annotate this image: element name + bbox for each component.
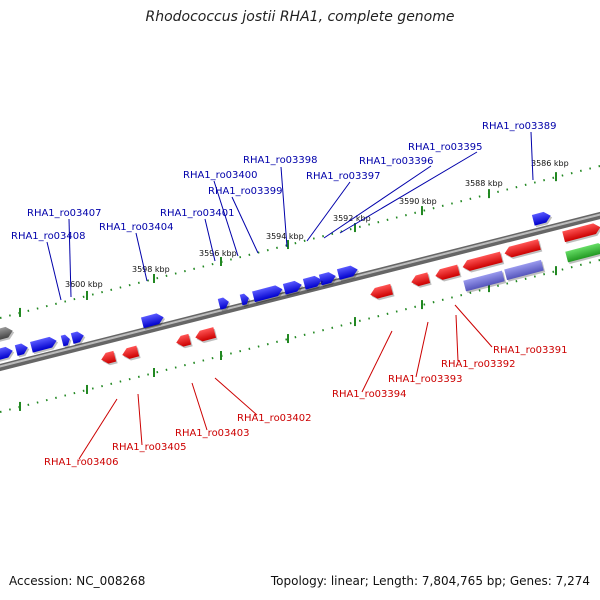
gene-label-ro03395[interactable]: RHA1_ro03395 bbox=[408, 142, 483, 153]
kbp-label-3596: 3596 kbp bbox=[199, 249, 237, 258]
kbp-label-3588: 3588 kbp bbox=[465, 179, 503, 188]
bottom-leader-line bbox=[191, 382, 208, 431]
gene-ro03400[interactable] bbox=[239, 293, 251, 306]
accession-text: Accession: NC_008268 bbox=[9, 574, 146, 588]
gene-ro03389[interactable] bbox=[531, 210, 552, 226]
top-leader-line bbox=[135, 232, 148, 282]
kbp-label-3594: 3594 kbp bbox=[266, 232, 304, 241]
gene-ro03403[interactable] bbox=[175, 333, 192, 348]
gene-label-ro03399[interactable]: RHA1_ro03399 bbox=[208, 186, 283, 197]
top-leader-line bbox=[339, 151, 478, 234]
gene-ro03391[interactable] bbox=[503, 239, 541, 259]
gene-ro03392[interactable] bbox=[461, 251, 503, 273]
top-leader-line bbox=[204, 218, 216, 262]
bottom-leader-line bbox=[214, 377, 258, 416]
genome-title: Rhodococcus jostii RHA1, complete genome bbox=[145, 9, 455, 25]
gene-label-ro03394[interactable]: RHA1_ro03394 bbox=[332, 389, 407, 400]
ruler-ticks bbox=[19, 172, 557, 411]
label-leaders bbox=[46, 131, 534, 460]
gene-label-ro03393[interactable]: RHA1_ro03393 bbox=[388, 374, 463, 385]
top-leader-line bbox=[280, 166, 288, 248]
kbp-label-3586: 3586 kbp bbox=[531, 159, 569, 168]
genome-summary-text: Topology: linear; Length: 7,804,765 bp; … bbox=[270, 574, 590, 588]
gene-gray[interactable] bbox=[0, 325, 14, 341]
top-leader-line bbox=[323, 165, 432, 239]
gene-green[interactable] bbox=[565, 242, 600, 263]
gene-ro03399[interactable] bbox=[252, 284, 284, 303]
gene-ro03393[interactable] bbox=[434, 264, 461, 282]
gene-label-ro03402[interactable]: RHA1_ro03402 bbox=[237, 413, 312, 424]
gene-ro03407[interactable] bbox=[70, 330, 85, 344]
top-leader-line bbox=[530, 131, 534, 181]
gene-ro03411[interactable] bbox=[0, 345, 14, 361]
kbp-label-3600: 3600 kbp bbox=[65, 280, 103, 289]
gene-ro03405[interactable] bbox=[121, 345, 140, 361]
kbp-labels: 3586 kbp 3588 kbp 3590 kbp 3592 kbp 3594… bbox=[65, 159, 569, 289]
gene-label-ro03401[interactable]: RHA1_ro03401 bbox=[160, 208, 235, 219]
gene-ro03410[interactable] bbox=[14, 342, 29, 356]
top-leader-line bbox=[213, 180, 239, 257]
gene-label-ro03403[interactable]: RHA1_ro03403 bbox=[175, 428, 250, 439]
gene-ro03408[interactable] bbox=[60, 334, 72, 347]
gene-features bbox=[0, 210, 600, 366]
gene-label-ro03405[interactable]: RHA1_ro03405 bbox=[112, 442, 187, 453]
gene-label-ro03397[interactable]: RHA1_ro03397 bbox=[306, 171, 381, 182]
kbp-label-3592: 3592 kbp bbox=[333, 214, 371, 223]
gene-label-ro03408[interactable]: RHA1_ro03408 bbox=[11, 231, 86, 242]
gene-ro03394[interactable] bbox=[369, 283, 394, 300]
gene-ro03401[interactable] bbox=[217, 296, 230, 310]
gene-ro03394b[interactable] bbox=[410, 272, 431, 287]
rna-feature-1[interactable] bbox=[504, 259, 544, 281]
bottom-gene-labels: RHA1_ro03391 RHA1_ro03392 RHA1_ro03393 R… bbox=[44, 345, 568, 468]
gene-label-ro03404[interactable]: RHA1_ro03404 bbox=[99, 222, 174, 233]
top-leader-line bbox=[306, 181, 351, 242]
genome-backbone-highlight bbox=[0, 213, 600, 368]
gene-label-ro03396[interactable]: RHA1_ro03396 bbox=[359, 156, 434, 167]
kbp-label-3598: 3598 kbp bbox=[132, 265, 170, 274]
gene-label-ro03398[interactable]: RHA1_ro03398 bbox=[243, 155, 318, 166]
gene-ro03390[interactable] bbox=[562, 222, 600, 243]
gene-label-ro03389[interactable]: RHA1_ro03389 bbox=[482, 121, 557, 132]
bottom-leader-line bbox=[455, 314, 459, 362]
gene-label-ro03406[interactable]: RHA1_ro03406 bbox=[44, 457, 119, 468]
kbp-label-3590: 3590 kbp bbox=[399, 197, 437, 206]
gene-ro03397[interactable] bbox=[302, 274, 323, 290]
gene-ro03406[interactable] bbox=[100, 350, 117, 365]
top-ruler bbox=[0, 165, 600, 319]
gene-label-ro03400[interactable]: RHA1_ro03400 bbox=[183, 170, 258, 181]
gene-ro03404[interactable] bbox=[140, 312, 165, 329]
bottom-leader-line bbox=[415, 321, 429, 378]
gene-ro03402[interactable] bbox=[194, 327, 217, 343]
gene-label-ro03407[interactable]: RHA1_ro03407 bbox=[27, 208, 102, 219]
bottom-leader-line bbox=[454, 304, 493, 348]
gene-label-ro03392[interactable]: RHA1_ro03392 bbox=[441, 359, 516, 370]
rna-feature-2[interactable] bbox=[463, 270, 505, 292]
gene-ro03409[interactable] bbox=[30, 335, 58, 353]
bottom-leader-line bbox=[137, 393, 143, 446]
bottom-leader-line bbox=[361, 330, 393, 393]
top-leader-line bbox=[231, 196, 259, 254]
gene-ro03398[interactable] bbox=[282, 279, 303, 295]
gene-ro03395[interactable] bbox=[336, 264, 359, 280]
gene-ro03396[interactable] bbox=[318, 271, 337, 286]
top-leader-line bbox=[46, 241, 62, 301]
top-gene-labels: RHA1_ro03389 RHA1_ro03395 RHA1_ro03396 R… bbox=[11, 121, 557, 242]
bottom-leader-line bbox=[78, 398, 118, 460]
gene-label-ro03391[interactable]: RHA1_ro03391 bbox=[493, 345, 568, 356]
top-leader-line bbox=[68, 218, 72, 298]
